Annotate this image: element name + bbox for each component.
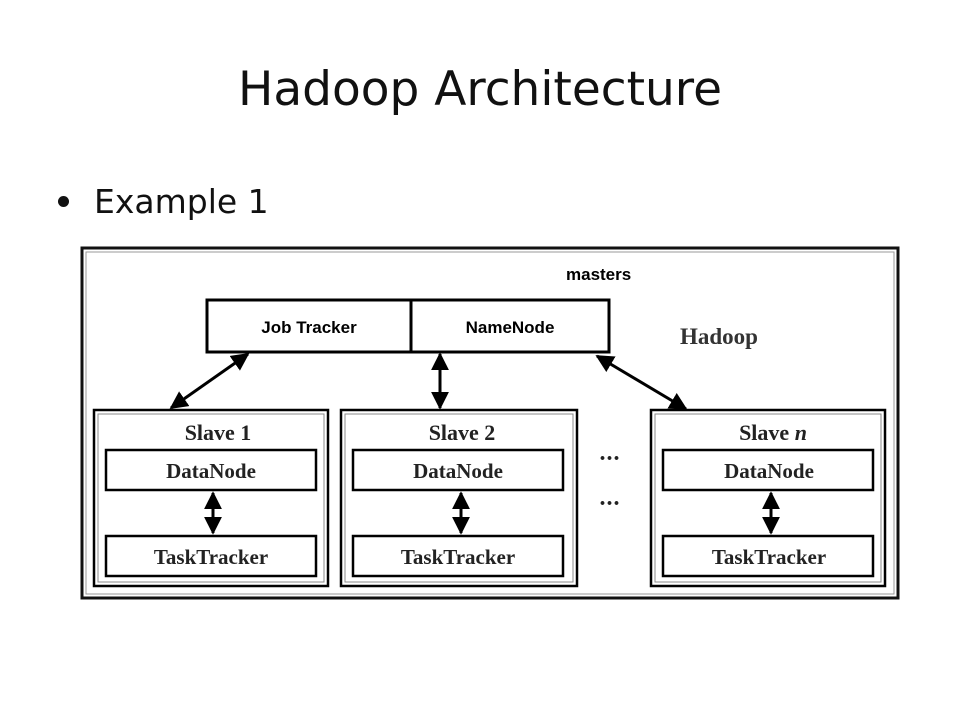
ellipsis-top: ... (600, 440, 621, 466)
job-tracker-label: Job Tracker (261, 318, 357, 337)
outer-frame-inner (85, 251, 895, 595)
slave-n-title-prefix: Slave (739, 420, 795, 445)
namenode-label: NameNode (466, 318, 555, 337)
slave-n-title: Slave n (739, 420, 807, 445)
slave-1-title: Slave 1 (185, 420, 252, 445)
bullet-icon (58, 195, 69, 207)
slave-1-tasktracker: TaskTracker (154, 545, 268, 569)
arrow-master-slave-1 (169, 352, 250, 410)
slave-1-box: Slave 1 DataNode TaskTracker (92, 408, 330, 588)
masters-label: masters (566, 265, 631, 284)
bullet-text: Example 1 (94, 181, 269, 221)
slave-n-tasktracker: TaskTracker (712, 545, 826, 569)
bullet-item: Example 1 (58, 176, 269, 226)
hadoop-label: Hadoop (680, 324, 758, 349)
arrow-master-slave-n (595, 354, 688, 411)
slave-n-datanode: DataNode (724, 459, 814, 483)
slave-2-datanode: DataNode (413, 459, 503, 483)
ellipsis-bottom: ... (600, 485, 621, 511)
slave-2-tasktracker: TaskTracker (401, 545, 515, 569)
outer-frame (80, 246, 900, 600)
slave-n-box: Slave n DataNode TaskTracker (649, 408, 887, 588)
slave-n-title-italic: n (795, 420, 807, 445)
slide-title: Hadoop Architecture (238, 62, 722, 117)
slave-2-box: Slave 2 DataNode TaskTracker (339, 408, 579, 588)
masters-box: Job Tracker NameNode (205, 298, 611, 354)
slave-2-title: Slave 2 (429, 420, 496, 445)
slave-1-datanode: DataNode (166, 459, 256, 483)
